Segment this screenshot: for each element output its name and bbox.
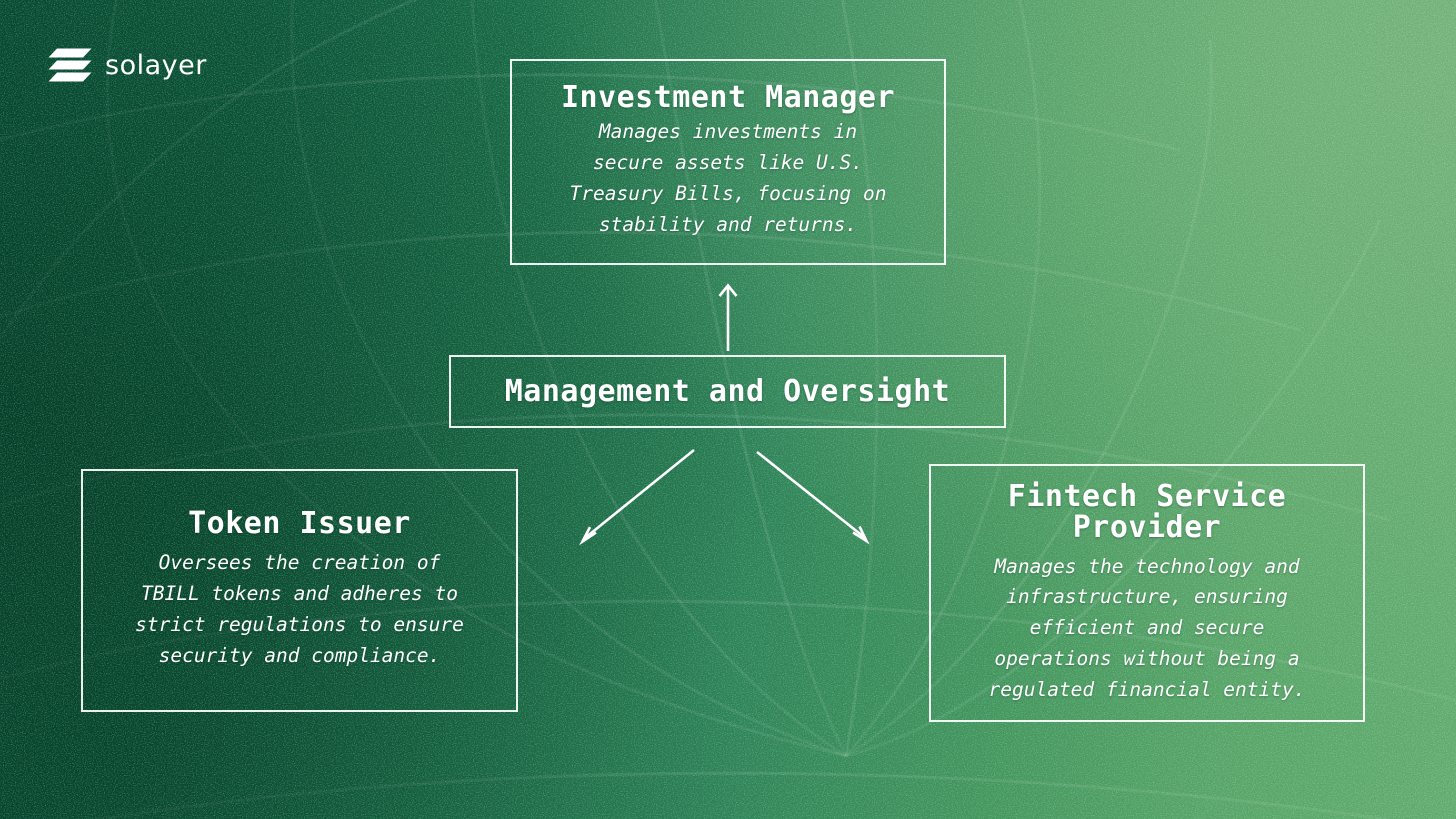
node-title: Investment Manager: [560, 80, 896, 116]
solayer-logo-icon: [48, 48, 92, 82]
node-description: Manages the technology and infrastructur…: [988, 554, 1306, 701]
node-management-and-oversight[interactable]: Management and Oversight: [449, 355, 1006, 428]
node-title: Token Issuer: [188, 506, 411, 542]
node-description: Manages investments in secure assets lik…: [569, 120, 887, 236]
node-title: Fintech Service Provider: [1007, 478, 1287, 545]
brand-logo: solayer: [48, 47, 207, 83]
node-investment-manager[interactable]: Investment Manager Manages investments i…: [510, 59, 946, 265]
brand-name: solayer: [105, 49, 207, 81]
node-token-issuer[interactable]: Token Issuer Oversees the creation of TB…: [81, 469, 518, 712]
node-description: Oversees the creation of TBILL tokens an…: [135, 551, 464, 667]
node-title: Management and Oversight: [504, 373, 951, 409]
node-fintech-service-provider[interactable]: Fintech Service Provider Manages the tec…: [929, 464, 1365, 722]
